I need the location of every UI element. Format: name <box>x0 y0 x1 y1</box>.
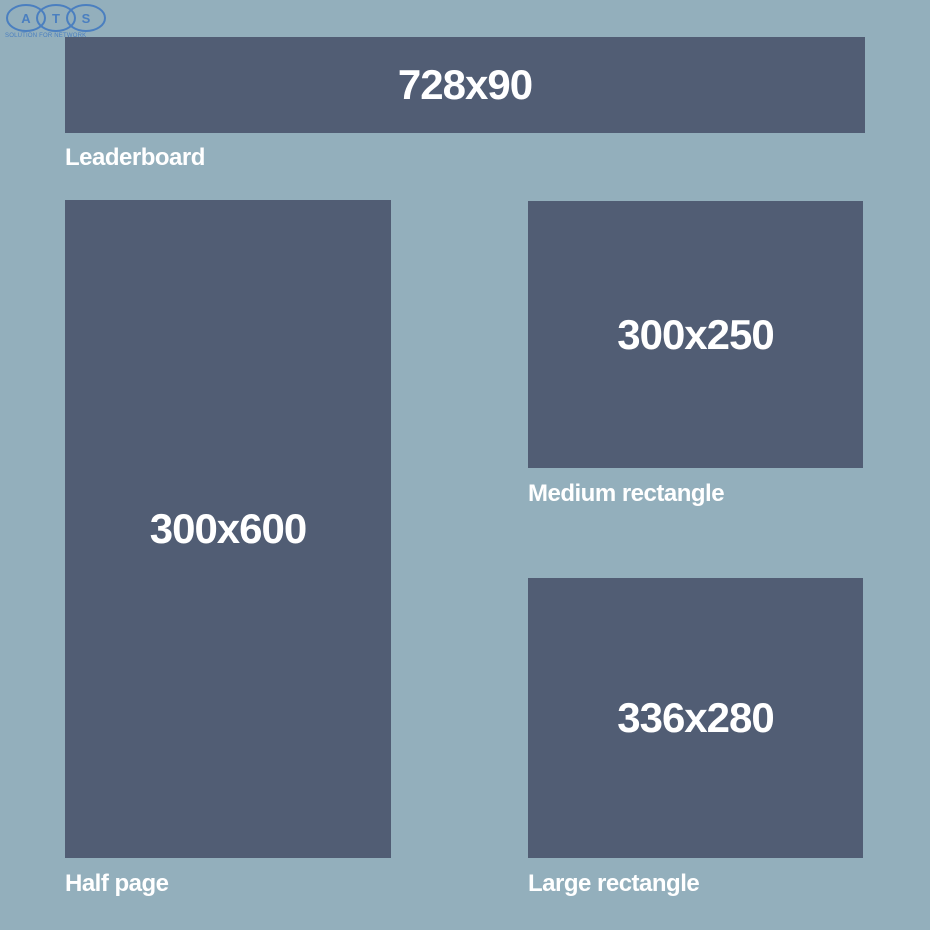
leaderboard-label: Leaderboard <box>65 144 205 171</box>
logo-tagline: SOLUTION FOR NETWORK <box>5 33 87 39</box>
large-rectangle-label: Large rectangle <box>528 870 700 897</box>
medium-rectangle-label: Medium rectangle <box>528 480 725 507</box>
leaderboard-ad-box: 728x90 <box>65 37 865 133</box>
ats-logo-icon: A T S <box>6 4 106 32</box>
svg-text:A: A <box>21 11 31 26</box>
leaderboard-size: 728x90 <box>397 61 533 108</box>
half-page-label: Half page <box>65 870 169 897</box>
large-rectangle-size: 336x280 <box>617 694 775 741</box>
half-page-ad-box: 300x600 <box>65 200 391 858</box>
medium-rectangle-ad-box: 300x250 <box>528 201 863 468</box>
svg-text:T: T <box>52 11 60 26</box>
ats-logo: A T S SOLUTION FOR NETWORK <box>4 2 108 42</box>
medium-rectangle-size: 300x250 <box>617 310 775 358</box>
half-page-size: 300x600 <box>149 505 308 552</box>
large-rectangle-ad-box: 336x280 <box>528 578 863 858</box>
svg-text:S: S <box>82 11 91 26</box>
